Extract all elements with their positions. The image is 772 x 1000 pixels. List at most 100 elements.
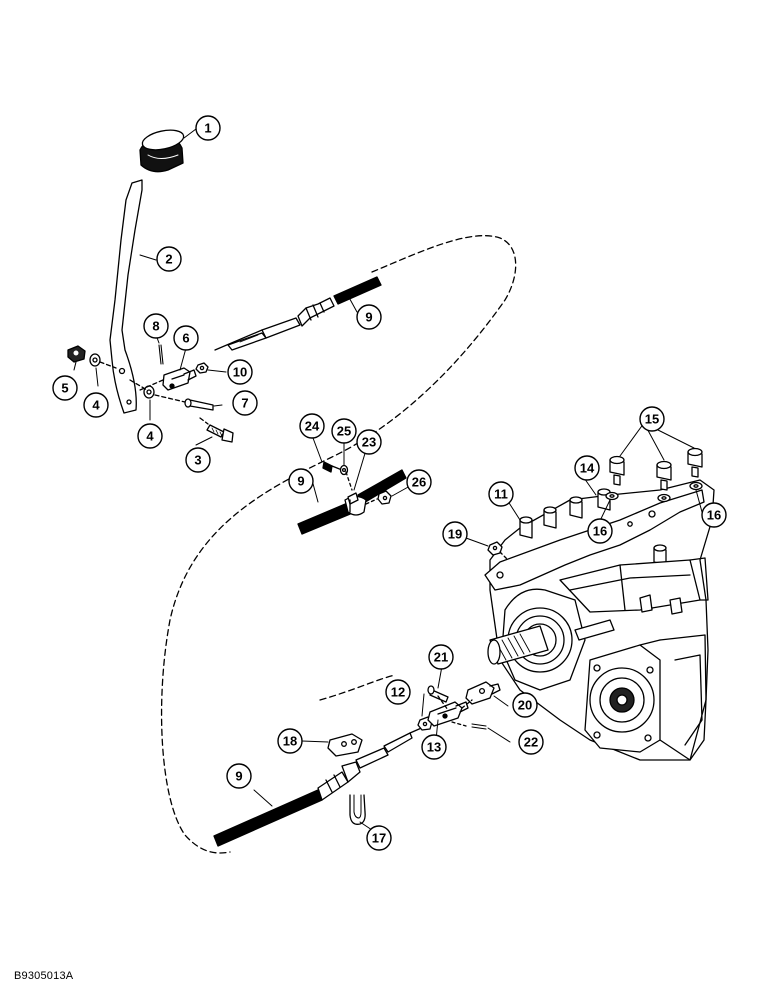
- pin-21: [427, 685, 449, 703]
- cable-middle-section: [297, 469, 407, 535]
- bracket-18: [327, 733, 363, 757]
- lock-washer-16a: [605, 491, 619, 501]
- callout-2: 2: [156, 246, 182, 272]
- nut-19-dashed: [499, 551, 509, 561]
- callout-label: 8: [152, 319, 159, 334]
- clamp-23-dashed: [345, 471, 353, 491]
- leader-lines: [73, 128, 703, 833]
- callout-3: 3: [185, 447, 211, 473]
- clevis-6: [162, 367, 197, 391]
- callout-12: 12: [385, 679, 411, 705]
- callout-label: 2: [165, 252, 172, 267]
- washer-4a: [89, 353, 101, 367]
- callout-label: 3: [194, 453, 201, 468]
- cap-screw-15b: [656, 460, 672, 491]
- shift-lever: [109, 179, 143, 414]
- callout-1: 1: [195, 115, 221, 141]
- callout-6: 6: [173, 325, 199, 351]
- cable-upper-end: [214, 276, 382, 351]
- callout-label: 18: [283, 734, 297, 749]
- lock-washer-16c: [689, 481, 703, 491]
- callout-20: 20: [512, 692, 538, 718]
- callout-label: 6: [182, 331, 189, 346]
- callout-17: 17: [366, 825, 392, 851]
- nut-5: [67, 345, 86, 363]
- callout-label: 9: [235, 769, 242, 784]
- callout-8: 8: [143, 313, 169, 339]
- callout-13: 13: [421, 734, 447, 760]
- callout-group: 1234456789991011121314151616171819202122…: [52, 115, 727, 851]
- nut-26-dashed: [365, 498, 378, 505]
- callout-label: 24: [305, 419, 320, 434]
- callout-label: 13: [427, 740, 441, 755]
- callout-label: 7: [241, 396, 248, 411]
- callout-label: 15: [645, 412, 659, 427]
- callout-9: 9: [356, 304, 382, 330]
- cable-route-dashed-2: [319, 674, 396, 701]
- rod-end-20: [465, 681, 501, 705]
- callout-23: 23: [356, 429, 382, 455]
- cable-lower-end: [213, 725, 427, 847]
- cap-screw-15c: [687, 447, 703, 478]
- transmission-housing: [484, 479, 715, 761]
- callout-label: 20: [518, 698, 532, 713]
- callout-label: 12: [391, 685, 405, 700]
- cotter-pin-8: [158, 344, 164, 365]
- callout-25: 25: [331, 418, 357, 444]
- cap-screw-15a: [609, 455, 625, 486]
- callout-label: 17: [372, 831, 386, 846]
- washer-4b: [143, 385, 155, 399]
- callout-14: 14: [574, 455, 600, 481]
- pin-7: [184, 398, 214, 411]
- callout-11: 11: [488, 481, 514, 507]
- callout-label: 19: [448, 527, 462, 542]
- callout-15: 15: [639, 406, 665, 432]
- callout-22: 22: [518, 729, 544, 755]
- callout-9: 9: [226, 763, 252, 789]
- callout-label: 4: [92, 398, 100, 413]
- callout-label: 16: [707, 508, 721, 523]
- callout-4: 4: [137, 423, 163, 449]
- cable-route-dashed: [160, 235, 517, 854]
- cotter-pin-22: [471, 723, 487, 730]
- callout-label: 5: [61, 381, 68, 396]
- callout-4: 4: [83, 392, 109, 418]
- callout-5: 5: [52, 375, 78, 401]
- lock-washer-16b: [657, 493, 671, 503]
- callout-9: 9: [288, 468, 314, 494]
- knob: [139, 129, 185, 173]
- lower-assembly-dashed: [437, 695, 473, 727]
- callout-label: 9: [297, 474, 304, 489]
- callout-label: 10: [233, 365, 247, 380]
- callout-label: 25: [337, 424, 351, 439]
- callout-18: 18: [277, 728, 303, 754]
- nut-19: [487, 541, 503, 556]
- lever-assembly-dashed: [99, 361, 209, 425]
- callout-label: 11: [494, 487, 508, 502]
- callout-7: 7: [232, 390, 258, 416]
- callout-label: 9: [365, 310, 372, 325]
- callout-24: 24: [299, 413, 325, 439]
- callout-26: 26: [406, 469, 432, 495]
- bolt-3: [206, 424, 234, 443]
- callout-label: 22: [524, 735, 538, 750]
- callout-label: 21: [434, 650, 448, 665]
- callout-label: 23: [362, 435, 376, 450]
- callout-label: 4: [146, 429, 154, 444]
- bolt-24: [322, 461, 343, 473]
- callout-label: 16: [593, 524, 607, 539]
- callout-label: 14: [580, 461, 595, 476]
- callout-21: 21: [428, 644, 454, 670]
- callout-19: 19: [442, 521, 468, 547]
- figure-id: B9305013A: [14, 970, 74, 982]
- clevis-13: [427, 701, 469, 727]
- nut-10: [195, 362, 209, 374]
- callout-label: 1: [204, 121, 211, 136]
- callout-16: 16: [587, 518, 613, 544]
- u-bolt-17: [349, 794, 366, 825]
- nut-26: [377, 490, 392, 505]
- callout-16: 16: [701, 502, 727, 528]
- callout-10: 10: [227, 359, 253, 385]
